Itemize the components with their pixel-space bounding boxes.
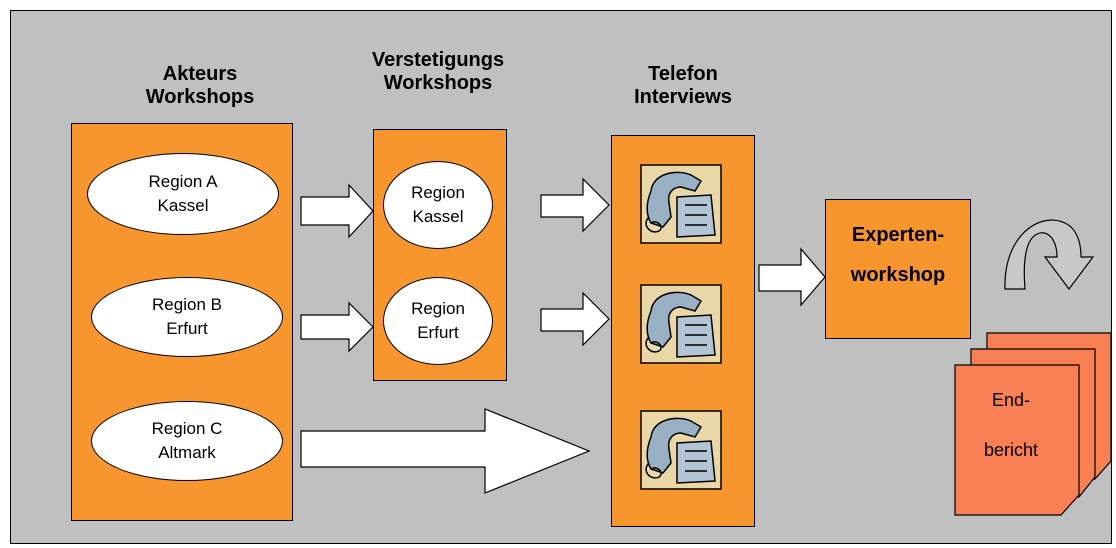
region-label: Region A: [148, 172, 218, 191]
region-label: Kassel: [157, 196, 209, 215]
heading-line: Telefon: [648, 63, 718, 85]
expertenworkshop-line: workshop: [850, 264, 946, 286]
region-label: Erfurt: [166, 319, 208, 338]
region-label: Region: [411, 299, 465, 318]
report-page-icon: [954, 364, 1080, 516]
heading-akteurs-workshops: Akteurs Workshops: [115, 63, 285, 109]
arrows-layer: [300, 177, 1112, 516]
heading-line: Workshops: [383, 72, 493, 94]
arrow-right-icon: [300, 408, 591, 494]
arrow-right-icon: [300, 183, 374, 239]
region-label: Region: [411, 183, 465, 202]
region-c-ellipse: Region C Altmark: [91, 401, 283, 481]
telephone-icon: [640, 284, 722, 364]
region-label: Erfurt: [417, 323, 459, 342]
diagram-canvas: Akteurs Workshops Verstetigungs Workshop…: [10, 10, 1112, 544]
arrow-right-icon: [758, 247, 826, 307]
region-label: Altmark: [158, 443, 216, 462]
heading-line: Interviews: [634, 86, 732, 108]
region-a-ellipse: Region A Kassel: [87, 153, 279, 235]
region-b-ellipse: Region B Erfurt: [91, 277, 283, 357]
expertenworkshop-box: [825, 199, 971, 339]
endbericht-line: End-: [991, 390, 1031, 410]
curved-arrow-icon: [1004, 219, 1095, 290]
heading-line: Akteurs: [162, 63, 238, 85]
heading-line: Workshops: [145, 86, 255, 108]
endbericht-label: End- bericht: [971, 375, 1051, 475]
heading-verstetigungs-workshops: Verstetigungs Workshops: [353, 49, 523, 95]
expertenworkshop-line: Experten-: [851, 224, 945, 246]
heading-telefon-interviews: Telefon Interviews: [613, 63, 753, 109]
region-label: Region C: [151, 419, 223, 438]
region-label: Kassel: [412, 207, 464, 226]
expertenworkshop-label: Experten- workshop: [825, 215, 971, 295]
arrow-right-icon: [540, 177, 610, 233]
endbericht-line: bericht: [983, 440, 1039, 460]
arrow-right-icon: [300, 301, 374, 353]
arrow-right-icon: [540, 291, 610, 347]
telephone-icon: [640, 164, 722, 244]
region-label: Region B: [152, 295, 222, 314]
heading-line: Verstetigungs: [371, 49, 505, 71]
telephone-icon: [640, 410, 722, 490]
